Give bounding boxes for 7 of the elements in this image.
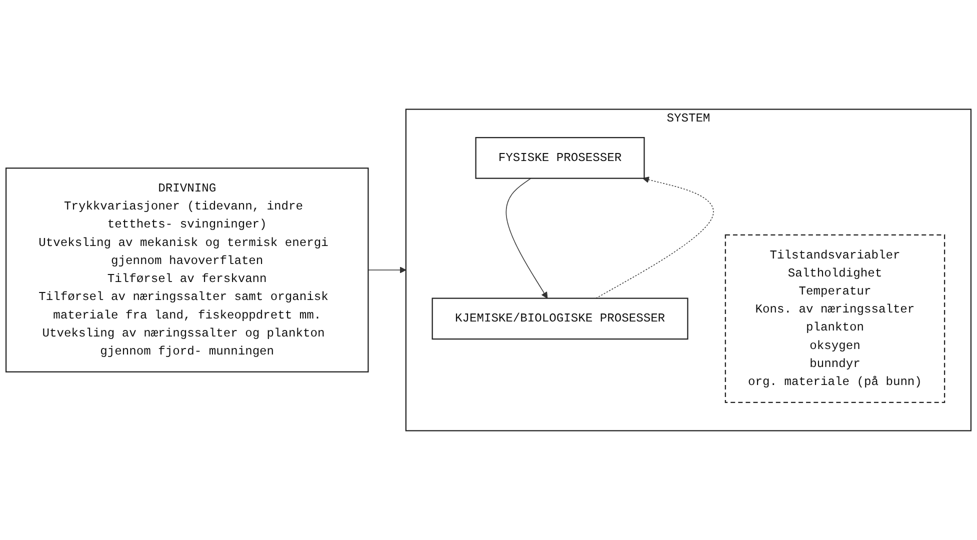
node-box: KJEMISKE/BIOLOGISKE PROSESSER: [432, 298, 688, 340]
arrow: [506, 178, 548, 299]
arrow: [596, 176, 714, 299]
arrow: [368, 266, 406, 274]
node-box: Tilstandsvariabler Saltholdighet Temperatur Kons. av næringssalter plankton oksygen bunndyr org. materiale (på bunn): [724, 234, 946, 403]
node-box: FYSISKE PROSESSER: [475, 137, 645, 179]
node-box: DRIVNING Trykkvariasjoner (tidevann, indre tetthets- svingninger) Utveksling av mekanisk og termisk energi gjennom havoverflaten Tilførsel av ferskvann Tilførsel av næringssalter samt organisk materiale fra land, fiskeoppdrett mm. Utveksling av næringssalter og plankton gjennom fjord- munningen: [5, 168, 369, 372]
